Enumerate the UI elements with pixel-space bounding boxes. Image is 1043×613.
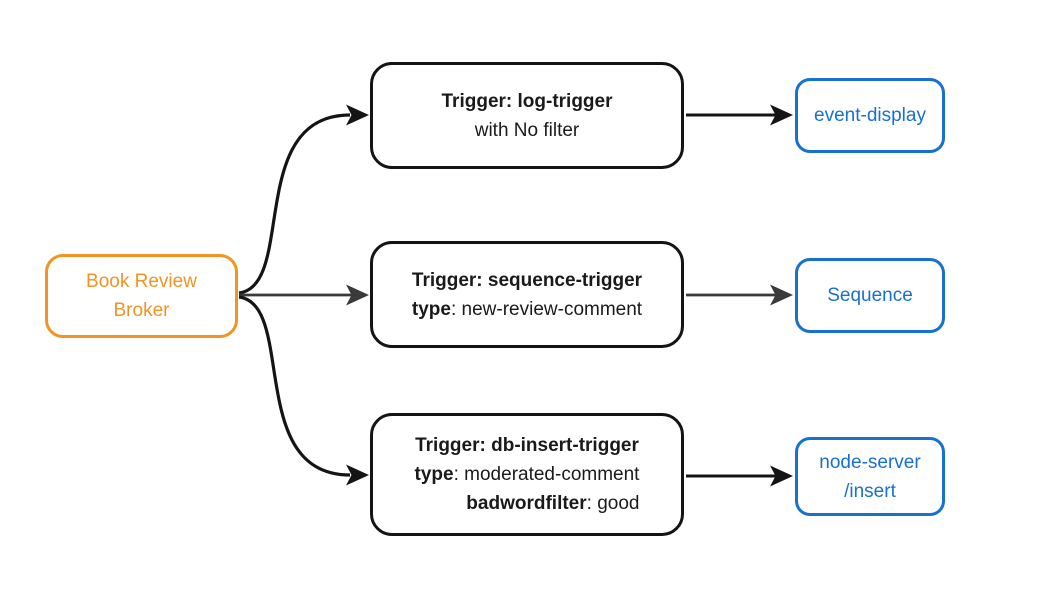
arrowhead-log-trigger [346, 104, 369, 126]
sink-node-event-display: event-display [795, 78, 945, 153]
trigger-sequence-title: Trigger: sequence-trigger [411, 269, 643, 291]
trigger-node-sequence-trigger: Trigger: sequence-trigger type: new-revi… [370, 241, 684, 348]
trigger-sequence-label: Trigger: sequence-trigger type: new-revi… [412, 266, 642, 324]
trigger-node-db-insert-trigger: Trigger: db-insert-trigger type: moderat… [370, 413, 684, 536]
sink-sequence-label: Sequence [827, 281, 913, 310]
arrowhead-sequence [770, 284, 793, 306]
arrowhead-db-insert-trigger [346, 464, 369, 486]
trigger-log-filter-note: with No filter [474, 119, 580, 141]
trigger-db-insert-label: Trigger: db-insert-trigger type: moderat… [415, 431, 640, 518]
trigger-log-title: Trigger: log-trigger [441, 90, 613, 112]
sink-sequence-line1: Sequence [827, 285, 913, 306]
arrowhead-node-server [770, 465, 793, 487]
sink-node-server-line1: node-server [819, 451, 921, 473]
trigger-db-insert-title: Trigger: db-insert-trigger [415, 435, 639, 456]
arrowhead-sequence-trigger [346, 284, 369, 306]
broker-label: Book Review Broker [86, 267, 197, 325]
trigger-db-insert-attr-badwordfilter: badwordfilter: good [466, 493, 640, 514]
arrowhead-event-display [770, 104, 793, 126]
sink-event-display-label: event-display [814, 101, 926, 130]
trigger-log-label: Trigger: log-trigger with No filter [442, 87, 613, 145]
sink-node-server-line2: /insert [844, 480, 896, 502]
trigger-db-insert-attr-type: type: moderated-comment [414, 464, 640, 485]
broker-node: Book Review Broker [45, 254, 238, 338]
edge-broker-to-log-trigger [238, 113, 351, 295]
sink-node-sequence: Sequence [795, 258, 945, 333]
sink-event-display-line1: event-display [814, 105, 926, 126]
sink-node-server-label: node-server /insert [819, 448, 920, 506]
broker-label-line1: Book Review [86, 271, 197, 292]
trigger-sequence-attr: type: new-review-comment [411, 298, 643, 320]
trigger-node-log-trigger: Trigger: log-trigger with No filter [370, 62, 684, 169]
sink-node-node-server-insert: node-server /insert [795, 437, 945, 516]
edge-broker-to-db-insert-trigger [238, 295, 351, 477]
broker-label-line2: Broker [113, 300, 170, 321]
